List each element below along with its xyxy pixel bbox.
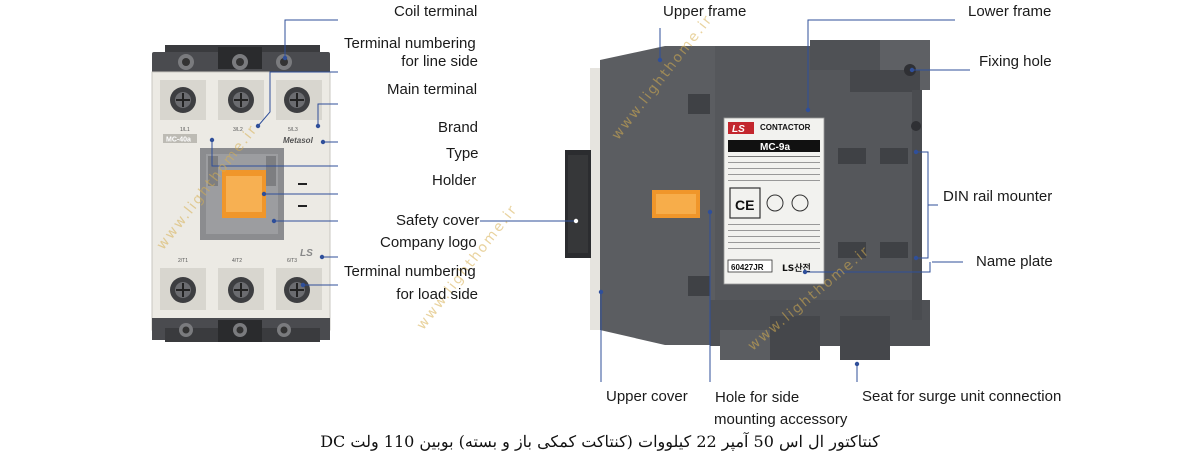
label-lower-frame: Lower frame: [968, 3, 1051, 21]
label-company-logo: Company logo: [380, 234, 477, 252]
front-brand-text: Metasol: [283, 136, 314, 145]
plate-ce-mark: CE: [735, 197, 754, 213]
plate-model-text: MC-9a: [760, 142, 790, 153]
front-type-text: MC-40a: [166, 137, 191, 144]
load-terminal-3: 6/T3: [287, 258, 297, 264]
plate-contactor-text: CONTACTOR: [760, 123, 811, 132]
label-upper-frame: Upper frame: [663, 3, 746, 21]
label-name-plate: Name plate: [976, 253, 1053, 271]
label-hole-side-mounting-2: mounting accessory: [714, 411, 847, 429]
name-plate: LS CONTACTOR MC-9a CE 60427JR LS산전: [724, 118, 824, 284]
plate-serial-text: 60427JR: [731, 263, 764, 272]
load-terminal-1: 2/T1: [178, 258, 188, 264]
label-brand: Brand: [438, 119, 478, 137]
main-terminal-screws-load: [170, 277, 310, 303]
label-coil-terminal: Coil terminal: [394, 3, 477, 21]
label-din-rail-mounter: DIN rail mounter: [943, 188, 1052, 206]
label-main-terminal: Main terminal: [387, 81, 477, 99]
load-terminal-2: 4/T2: [232, 258, 242, 264]
label-upper-cover: Upper cover: [606, 388, 688, 406]
plate-logo-text: LS: [732, 124, 745, 135]
side-view-contactor: LS CONTACTOR MC-9a CE 60427JR LS산전: [565, 40, 930, 360]
label-type: Type: [446, 145, 479, 163]
front-logo-text: LS: [300, 248, 313, 259]
main-terminal-screws-line: [170, 87, 310, 113]
product-caption: کنتاکتور ال اس 50 آمپر 22 کیلووات (کنتاک…: [0, 432, 1200, 451]
label-holder: Holder: [432, 172, 476, 190]
label-seat-surge-unit: Seat for surge unit connection: [862, 388, 1061, 406]
label-terminal-numbering-line-2: for line side: [378, 53, 478, 71]
label-safety-cover: Safety cover: [396, 212, 479, 230]
label-hole-side-mounting-1: Hole for side: [715, 389, 799, 407]
line-terminal-1: 1/L1: [180, 127, 190, 133]
label-terminal-numbering-load-1: Terminal numbering: [344, 263, 476, 281]
label-terminal-numbering-load-2: for load side: [378, 286, 478, 304]
label-fixing-hole: Fixing hole: [979, 53, 1052, 71]
line-terminal-3: 5/L3: [288, 127, 298, 133]
label-terminal-numbering-line-1: Terminal numbering: [344, 35, 476, 53]
